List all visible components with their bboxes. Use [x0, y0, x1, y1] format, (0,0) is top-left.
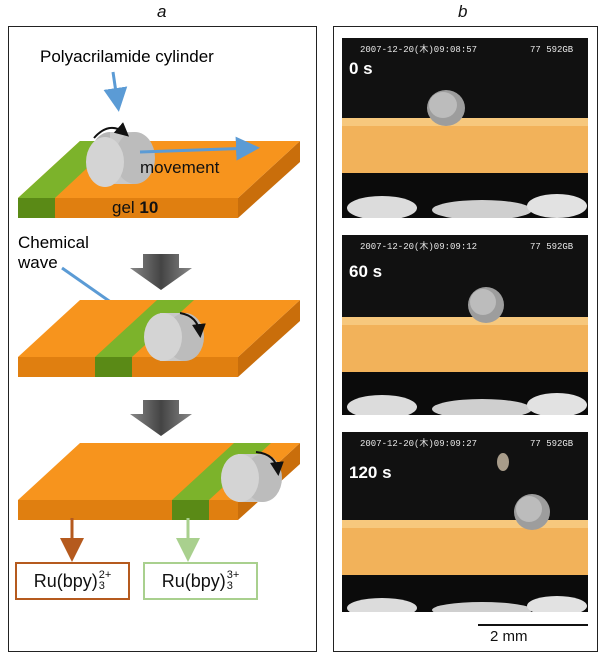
cylinder-label: Polyacrilamide cylinder — [40, 47, 214, 66]
ru-oxidized-sup: 3+ — [226, 569, 240, 581]
cylinder-pointer-arrow — [103, 71, 128, 112]
ru-reduced-sup: 2+ — [98, 569, 112, 581]
down-arrow-2 — [130, 400, 192, 436]
video-frame-120s: 2007-12-20(木)09:09:27 77 592GB 120 s — [342, 432, 588, 612]
ru-reduced-base: Ru(bpy) — [33, 570, 98, 591]
timestamp: 2007-12-20(木)09:09:12 — [360, 240, 477, 252]
camera-code: 77 592GB — [530, 45, 574, 55]
cylinder-1 — [86, 122, 155, 187]
ru-oxidized-sub: 3 — [226, 580, 233, 592]
cylinder-3 — [221, 451, 284, 502]
time-label: 0 s — [349, 59, 373, 78]
timestamp: 2007-12-20(木)09:09:27 — [360, 437, 477, 449]
gel-label: gel 10 — [112, 198, 158, 217]
movement-arrow — [139, 136, 260, 161]
panel-a-frame — [8, 26, 317, 652]
ru-reduced-sub: 3 — [98, 580, 105, 592]
time-label: 60 s — [349, 262, 382, 281]
video-frame-0s: 2007-12-20(木)09:08:57 77 592GB 0 s — [342, 38, 588, 218]
video-frame-60s: 2007-12-20(木)09:09:12 77 592GB 60 s — [342, 235, 588, 415]
wave-label-line1: Chemical — [18, 233, 89, 252]
camera-code: 77 592GB — [530, 439, 574, 449]
timestamp: 2007-12-20(木)09:08:57 — [360, 43, 477, 55]
ru-reduced-box: Ru(bpy)2+3 — [15, 562, 130, 600]
ru-oxidized-base: Ru(bpy) — [161, 570, 226, 591]
cylinder-2 — [144, 312, 206, 361]
scale-bar — [478, 624, 588, 626]
panel-letter-b: b — [458, 2, 468, 21]
camera-code: 77 592GB — [530, 242, 574, 252]
panel-b-frame — [333, 26, 598, 652]
panel-a-diagram: Polyacrilamide cylinder movement gel 10 … — [17, 47, 300, 562]
time-label: 120 s — [349, 463, 392, 482]
ru-oxidized-box: Ru(bpy)3+3 — [143, 562, 258, 600]
down-arrow-1 — [130, 254, 192, 290]
wave-label-line2: wave — [17, 253, 58, 272]
panel-letter-a: a — [157, 2, 167, 21]
movement-label: movement — [140, 158, 220, 177]
scale-label: 2 mm — [490, 628, 528, 645]
